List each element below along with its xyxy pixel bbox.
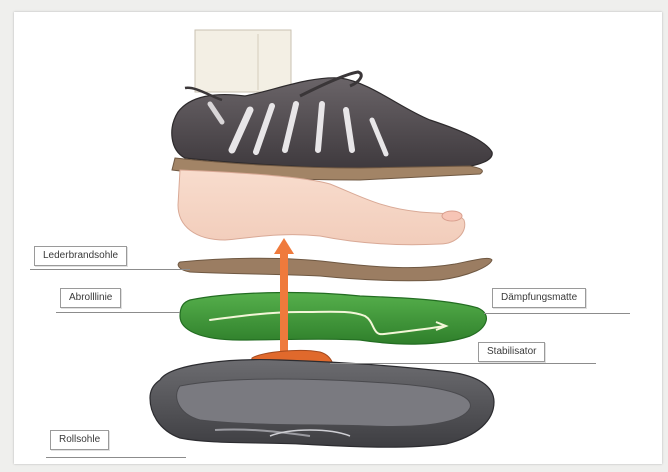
label-stabilisator: Stabilisator: [478, 342, 545, 362]
outsole: [150, 360, 494, 448]
label-lederbrandsohle: Lederbrandsohle: [34, 246, 127, 266]
daempfungsmatte-leader: [484, 313, 630, 314]
abrolllinie-leader: [56, 312, 180, 313]
foot: [178, 170, 465, 245]
stabilisator-leader: [330, 363, 596, 364]
rollsohle-leader: [46, 457, 186, 458]
label-daempfungsmatte: Dämpfungsmatte: [492, 288, 586, 308]
sock-leg: [195, 30, 291, 92]
cushion-mat: [180, 293, 486, 345]
leather-insole: [178, 258, 492, 281]
label-abrolllinie: Abrolllinie: [60, 288, 121, 308]
lederbrandsohle-leader: [30, 269, 190, 270]
label-rollsohle: Rollsohle: [50, 430, 109, 450]
